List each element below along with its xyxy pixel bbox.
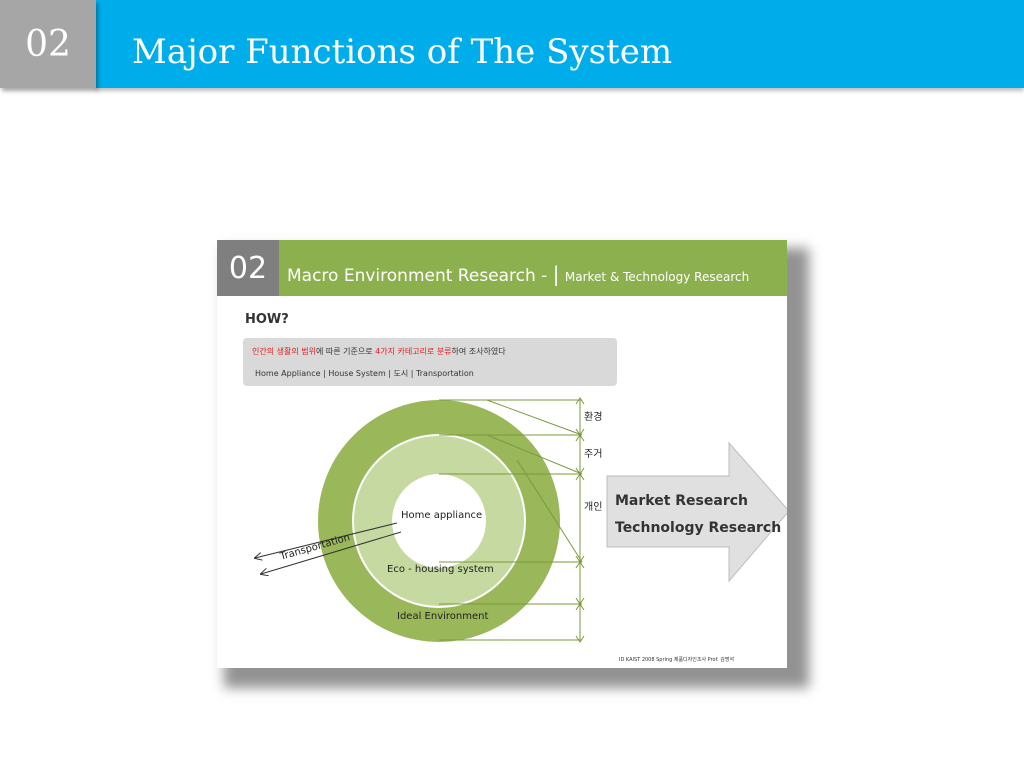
inner-slide-number: 02 xyxy=(217,240,279,296)
arrow-text: Market Research Technology Research xyxy=(615,488,781,542)
concentric-diagram xyxy=(217,397,787,643)
inner-subtitle: Market & Technology Research xyxy=(564,270,750,284)
leader-line xyxy=(486,434,583,475)
leader-line xyxy=(486,399,583,436)
info-box: 인간의 생활의 범위에 따른 기준으로 4가지 카테고리로 분류하여 조사하였다… xyxy=(243,338,617,386)
scale-tick xyxy=(575,635,585,643)
info-highlight-2: 4가지 카테고리로 분류 xyxy=(375,347,452,356)
scale-label-housing: 주거 xyxy=(584,449,603,460)
leader-line xyxy=(516,459,583,563)
inner-circle xyxy=(392,474,486,568)
embedded-slide-image: 02 Macro Environment Research - | Market… xyxy=(217,240,787,668)
scale-tick xyxy=(575,555,585,569)
scale-tick xyxy=(575,597,585,611)
info-highlight-1: 인간의 생활의 범위 xyxy=(252,347,316,356)
transport-arrow xyxy=(261,531,402,574)
arrow-line-market: Market Research xyxy=(615,493,748,509)
inner-title: Macro Environment Research - | Market & … xyxy=(287,262,749,286)
label-home-appliance: Home appliance xyxy=(401,510,483,521)
slide-number: 02 xyxy=(0,0,96,88)
big-arrow-shape xyxy=(606,441,787,583)
how-heading: HOW? xyxy=(245,312,289,327)
scale-tick xyxy=(575,467,585,481)
info-categories: Home Appliance | House System | 도시 | Tra… xyxy=(255,369,474,378)
scale-label-personal: 개인 xyxy=(584,502,603,513)
inner-title-main: Macro Environment Research - xyxy=(287,266,548,286)
arrow-line-technology: Technology Research xyxy=(615,520,782,536)
info-text-2: 하여 조사하였다 xyxy=(451,347,506,356)
slide-title: Major Functions of The System xyxy=(132,32,673,72)
label-eco-housing: Eco - housing system xyxy=(387,564,494,575)
scale-tick xyxy=(575,397,585,405)
transport-arrow xyxy=(255,522,398,558)
credit-text: ID KAIST 2008 Spring 제품디자인조사 Prof. 김명석 xyxy=(619,657,734,663)
scale-label-environment: 환경 xyxy=(584,412,603,423)
label-ideal-environment: Ideal Environment xyxy=(397,611,489,622)
scale-tick xyxy=(575,428,585,442)
inner-title-separator: | xyxy=(552,262,560,286)
info-description: 인간의 생활의 범위에 따른 기준으로 4가지 카테고리로 분류하여 조사하였다 xyxy=(252,346,506,357)
inner-title-bar: Macro Environment Research - | Market & … xyxy=(279,240,787,296)
info-text-1: 에 따른 기준으로 xyxy=(315,347,376,356)
slide-title-bar: Major Functions of The System xyxy=(96,0,1024,88)
